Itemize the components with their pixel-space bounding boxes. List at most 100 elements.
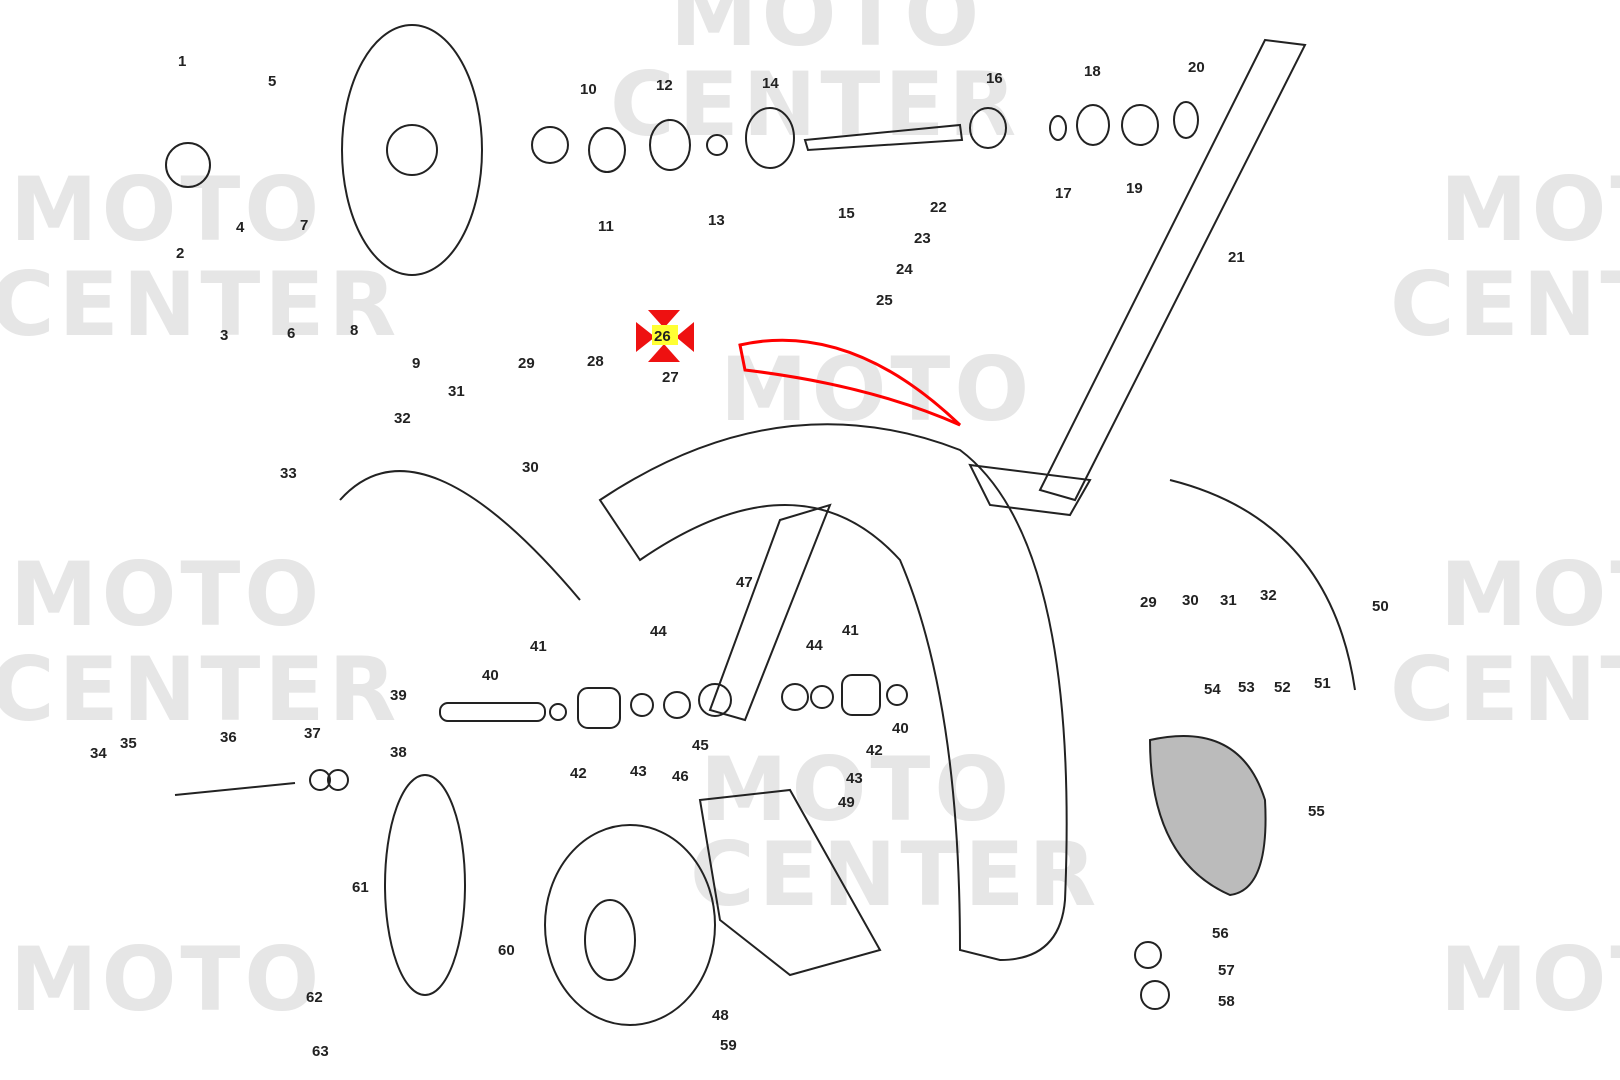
- label: 13: [708, 212, 725, 229]
- label: 43: [846, 770, 863, 787]
- label: 27: [662, 369, 679, 386]
- stay-right: [1169, 479, 1356, 691]
- label: 44: [650, 623, 667, 640]
- svg-text:CENTER: CENTER: [690, 823, 1100, 926]
- svg-text:MOTO: MOTO: [10, 543, 323, 646]
- label: 40: [892, 720, 909, 737]
- marker-arrow-top: [648, 310, 680, 328]
- label: 6: [287, 325, 295, 342]
- label: 31: [1220, 592, 1237, 609]
- label: 34: [90, 745, 107, 762]
- label: 38: [390, 744, 407, 761]
- label: 58: [1218, 993, 1235, 1010]
- label: 62: [306, 989, 323, 1006]
- label: 45: [692, 737, 709, 754]
- label: 36: [220, 729, 237, 746]
- label: 20: [1188, 59, 1205, 76]
- label: 57: [1218, 962, 1235, 979]
- svg-text:MOTO: MOTO: [10, 158, 323, 261]
- brake-plate: [544, 824, 716, 1026]
- stay-left: [339, 470, 581, 601]
- label: 3: [220, 327, 228, 344]
- svg-text:CENTER: CENTER: [1390, 253, 1620, 356]
- label: 21: [1228, 249, 1245, 266]
- marker-arrow-right: [676, 322, 694, 352]
- hub-cap: [165, 142, 211, 188]
- svg-text:MOTO: MOTO: [10, 928, 323, 1031]
- brake-shoe: [384, 774, 466, 996]
- highlight-marker: [636, 310, 694, 362]
- label: 49: [838, 794, 855, 811]
- label: 61: [352, 879, 369, 896]
- label: 41: [842, 622, 859, 639]
- label: 12: [656, 77, 673, 94]
- label: 7: [300, 217, 308, 234]
- label: 9: [412, 355, 420, 372]
- label: 25: [876, 292, 893, 309]
- label: 30: [1182, 592, 1199, 609]
- label: 32: [1260, 587, 1277, 604]
- label: 22: [930, 199, 947, 216]
- svg-text:MOTO: MOTO: [1440, 543, 1620, 646]
- svg-text:CENTER: CENTER: [0, 253, 400, 356]
- label: 18: [1084, 63, 1101, 80]
- label: 24: [896, 261, 913, 278]
- mudguard: [598, 423, 1068, 962]
- svg-text:MOTO: MOTO: [700, 738, 1013, 841]
- svg-text:CENTER: CENTER: [1390, 638, 1620, 741]
- label: 60: [498, 942, 515, 959]
- svg-text:MOTO: MOTO: [720, 338, 1033, 441]
- watermarks: MOTO CENTER MOTO CENTER MOTO CENTER MOTO…: [0, 0, 1620, 1031]
- callout-labels: 1 2 3 4 5 6 7 8 9 10 11 12 13 14 15 16 1…: [90, 53, 1389, 1060]
- label: 43: [630, 763, 647, 780]
- label: 28: [587, 353, 604, 370]
- label: 16: [986, 70, 1003, 87]
- label: 37: [304, 725, 321, 742]
- label: 53: [1238, 679, 1255, 696]
- label: 17: [1055, 185, 1072, 202]
- label: 29: [1140, 594, 1157, 611]
- label: 56: [1212, 925, 1229, 942]
- label: 54: [1204, 681, 1221, 698]
- label: 11: [598, 218, 614, 235]
- axle: [803, 123, 964, 152]
- label: 15: [838, 205, 855, 222]
- label: 33: [280, 465, 297, 482]
- label: 41: [530, 638, 547, 655]
- label: 48: [712, 1007, 729, 1024]
- label: 50: [1372, 598, 1389, 615]
- label: 42: [570, 765, 587, 782]
- label: 42: [866, 742, 883, 759]
- label: 59: [720, 1037, 737, 1054]
- label: 2: [176, 245, 184, 262]
- svg-text:CENTER: CENTER: [0, 638, 400, 741]
- tyre-section: [1148, 735, 1267, 897]
- label: 30: [522, 459, 539, 476]
- label: 51: [1314, 675, 1331, 692]
- swing-arm: [708, 503, 832, 722]
- label: 35: [120, 735, 137, 752]
- label-highlighted: 26: [654, 328, 671, 345]
- label: 23: [914, 230, 931, 247]
- label: 40: [482, 667, 499, 684]
- svg-text:MOTO: MOTO: [1440, 928, 1620, 1031]
- label: 44: [806, 637, 823, 654]
- label: 55: [1308, 803, 1325, 820]
- label: 31: [448, 383, 465, 400]
- svg-text:MOTO: MOTO: [670, 0, 983, 66]
- marker-arrow-left: [636, 322, 655, 352]
- label: 4: [236, 219, 245, 236]
- label: 14: [762, 75, 779, 92]
- label: 46: [672, 768, 689, 785]
- label: 63: [312, 1043, 329, 1060]
- label: 47: [736, 574, 753, 591]
- svg-text:MOTO: MOTO: [1440, 158, 1620, 261]
- parts-drawings: [165, 24, 1356, 1026]
- label: 52: [1274, 679, 1291, 696]
- label: 29: [518, 355, 535, 372]
- label: 19: [1126, 180, 1143, 197]
- label: 8: [350, 322, 358, 339]
- label: 10: [580, 81, 597, 98]
- brake-hub: [341, 24, 483, 276]
